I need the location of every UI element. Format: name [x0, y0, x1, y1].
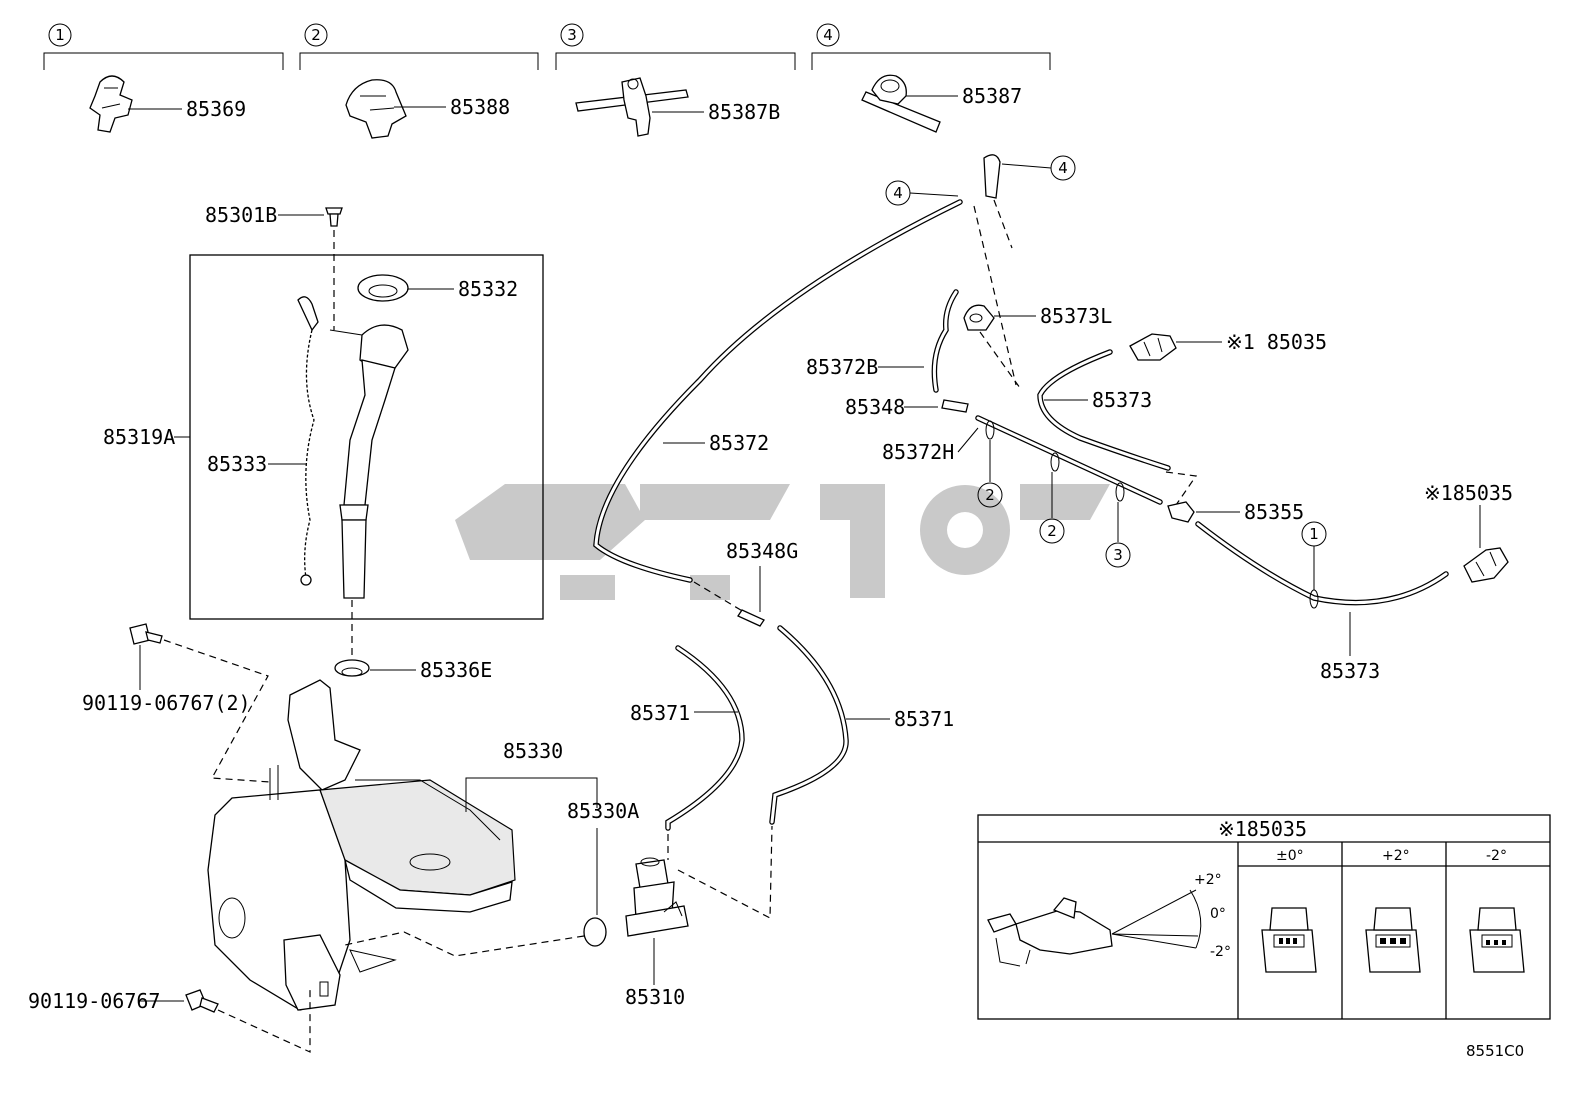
- label-85319A: 85319A: [103, 425, 175, 449]
- label-85035-lower: ※185035: [1424, 481, 1513, 505]
- joint-85348G-icon: [737, 609, 765, 627]
- clip-4-upper-icon: [983, 154, 1001, 199]
- hose-85372B: [931, 289, 959, 393]
- inset-angle-0: 0°: [1210, 906, 1226, 922]
- label-85330A: 85330A: [567, 799, 639, 823]
- hose-85372: [593, 199, 963, 583]
- bolt-90119-top-icon: [129, 623, 163, 645]
- joint-85348-icon: [941, 399, 969, 413]
- label-85330: 85330: [503, 739, 563, 763]
- ref-num-2-a: 2: [985, 486, 995, 504]
- bolt-90119-bottom-icon: [185, 989, 219, 1013]
- ref-circle-3: [1105, 542, 1131, 568]
- inset-angle-plus2: +2°: [1194, 872, 1222, 888]
- ref-num-3: 3: [1113, 546, 1123, 564]
- label-85373-upper: 85373: [1092, 388, 1152, 412]
- hose-85373-upper: [1037, 349, 1171, 471]
- nozzle-face-0-icon: [1261, 907, 1317, 973]
- level-gauge-85333-icon: [297, 296, 319, 586]
- clip-85387-icon: [861, 74, 941, 133]
- clip-85369-icon: [89, 75, 133, 133]
- hose-85371-right: [769, 625, 849, 825]
- ref-num-4-right: 4: [1058, 159, 1068, 177]
- label-85332: 85332: [458, 277, 518, 301]
- label-90119-06767-2: 90119-06767(2): [82, 691, 251, 715]
- inset-col-minus2: -2°: [1486, 848, 1507, 864]
- ref-num-1: 1: [1309, 525, 1319, 543]
- callout-circle-1: [48, 23, 72, 47]
- label-85372B: 85372B: [806, 355, 878, 379]
- ref-num-4-left: 4: [893, 184, 903, 202]
- washer-pump-85310-icon: [625, 857, 689, 937]
- inset-col-plus2: +2°: [1382, 848, 1410, 864]
- callout-circle-2: [304, 23, 328, 47]
- callout-num-2: 2: [311, 26, 321, 44]
- seal-85332-icon: [357, 274, 409, 302]
- callout-group-2: 2 85388: [299, 23, 539, 139]
- label-85371-right: 85371: [894, 707, 954, 731]
- hose-85373-lower: [1195, 521, 1449, 606]
- label-85372: 85372: [709, 431, 769, 455]
- label-85348: 85348: [845, 395, 905, 419]
- callout-num-3: 3: [567, 26, 577, 44]
- washer-tank-icon: [207, 679, 516, 1011]
- callout-group-1: 1 85369: [43, 23, 284, 133]
- label-85387: 85387: [962, 84, 1022, 108]
- clip-85388-icon: [345, 79, 407, 139]
- label-85369: 85369: [186, 97, 246, 121]
- callout-group-3: 3 85387B: [555, 23, 796, 137]
- label-85371-left: 85371: [630, 701, 690, 725]
- nozzle-angle-inset: ※185035 ±0° +2° -2° +2° 0° -2°: [977, 814, 1551, 1020]
- label-85373L: 85373L: [1040, 304, 1112, 328]
- label-85373-lower: 85373: [1320, 659, 1380, 683]
- label-85387B: 85387B: [708, 100, 780, 124]
- grommet-85336E-icon: [334, 659, 370, 677]
- label-90119-06767: 90119-06767: [28, 989, 160, 1013]
- connector-85355-icon: [1167, 501, 1195, 523]
- watermark-logo: [455, 484, 1110, 600]
- ref-circle-2-b: [1039, 518, 1065, 544]
- inset-col-0: ±0°: [1276, 848, 1304, 864]
- callout-num-4: 4: [823, 26, 833, 44]
- inset-title: ※185035: [1218, 817, 1307, 841]
- inset-angle-minus2: -2°: [1210, 944, 1231, 960]
- label-85336E: 85336E: [420, 658, 492, 682]
- callout-num-1: 1: [55, 26, 65, 44]
- ref-num-2-b: 2: [1047, 522, 1057, 540]
- ref-circle-1: [1301, 521, 1327, 547]
- label-85333: 85333: [207, 452, 267, 476]
- nozzle-85035-upper-icon: [1129, 333, 1177, 361]
- hose-85372H: [975, 415, 1163, 505]
- filler-neck-icon: [329, 324, 409, 599]
- grommet-85330A-icon: [583, 917, 607, 947]
- clip-85387B-icon: [575, 77, 689, 137]
- label-85310: 85310: [625, 985, 685, 1009]
- nozzle-face-plus2-icon: [1365, 907, 1421, 973]
- callout-circle-3: [560, 23, 584, 47]
- callout-circle-4: [816, 23, 840, 47]
- label-85388: 85388: [450, 95, 510, 119]
- nozzle-85373L-icon: [963, 304, 995, 331]
- bolt-85301B-icon: [325, 207, 343, 227]
- nozzle-face-minus2-icon: [1469, 907, 1525, 973]
- hose-85371-left: [665, 645, 745, 831]
- label-85301B: 85301B: [205, 203, 277, 227]
- nozzle-85035-lower-icon: [1463, 547, 1509, 583]
- ref-circle-2-a: [977, 482, 1003, 508]
- callout-group-4: 4 85387: [811, 23, 1051, 133]
- label-85372H: 85372H: [882, 440, 954, 464]
- label-85355: 85355: [1244, 500, 1304, 524]
- label-85348G: 85348G: [726, 539, 798, 563]
- label-85035-upper: ※1 85035: [1226, 330, 1327, 354]
- drawing-id: 8551C0: [1466, 1042, 1524, 1060]
- nozzle-side-view-icon: [987, 897, 1113, 967]
